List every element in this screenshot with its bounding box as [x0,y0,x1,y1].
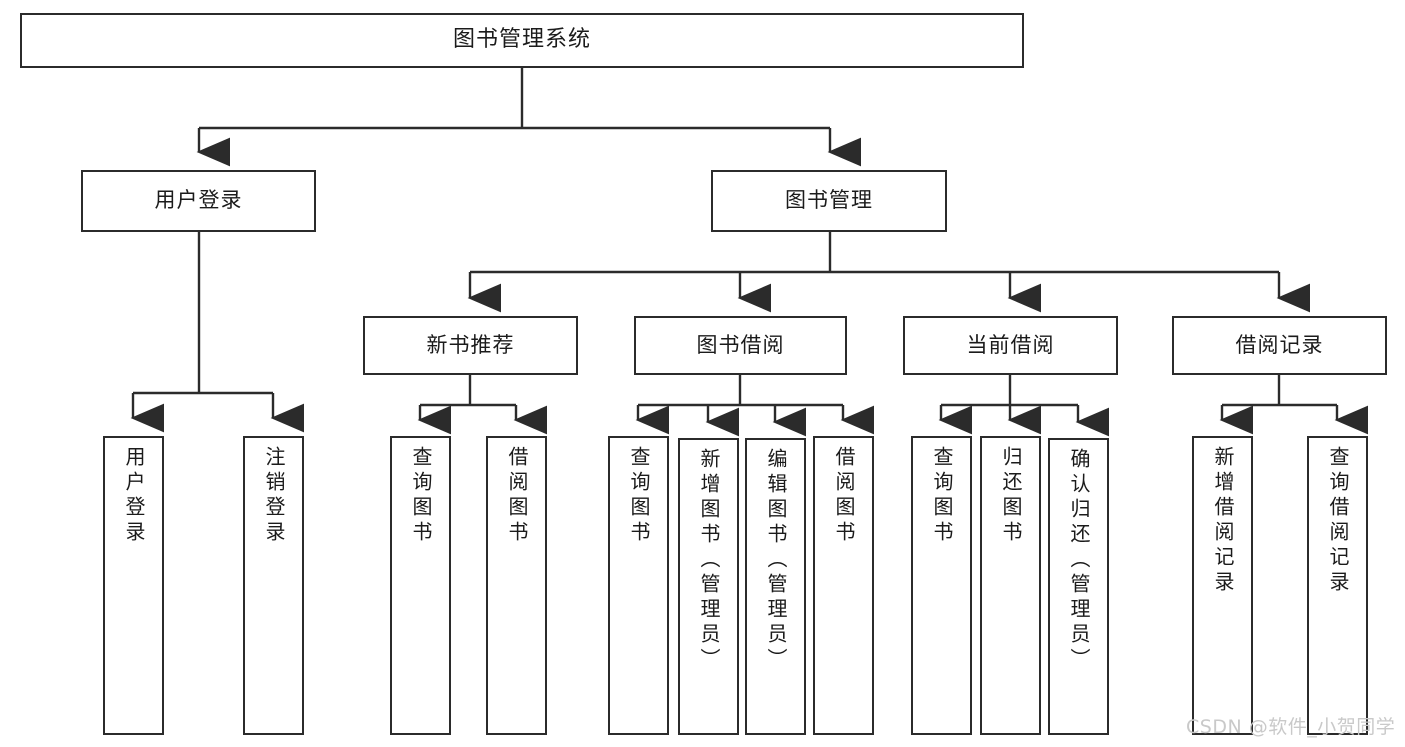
node-leaf-query-book-1-label: 查询图书 [409,446,433,546]
node-leaf-add-record-label: 新增借阅记录 [1211,446,1235,596]
node-current-borrow-label: 当前借阅 [966,332,1055,357]
node-leaf-query-book-3[interactable]: 查询图书 [911,436,972,735]
node-book-borrow[interactable]: 图书借阅 [634,316,847,375]
node-new-book-recommend[interactable]: 新书推荐 [363,316,578,375]
node-leaf-query-book-3-label: 查询图书 [930,446,954,546]
node-leaf-add-book-label: 新增图书（管理员） [697,448,721,673]
node-leaf-query-book-2[interactable]: 查询图书 [608,436,669,735]
node-current-borrow[interactable]: 当前借阅 [903,316,1118,375]
node-leaf-edit-book[interactable]: 编辑图书（管理员） [745,438,806,735]
node-user-login-label: 用户登录 [154,188,243,213]
node-leaf-borrow-book-2-label: 借阅图书 [832,446,856,546]
node-leaf-return-book-label: 归还图书 [999,446,1023,546]
node-book-manage-label: 图书管理 [785,188,873,213]
node-new-book-recommend-label: 新书推荐 [426,332,515,357]
node-leaf-query-record[interactable]: 查询借阅记录 [1307,436,1368,735]
node-leaf-query-record-label: 查询借阅记录 [1326,446,1350,596]
node-book-manage[interactable]: 图书管理 [711,170,947,232]
node-leaf-borrow-book-1-label: 借阅图书 [505,446,529,546]
watermark: CSDN @软件_小贺同学 [1186,716,1396,738]
node-leaf-borrow-book-1[interactable]: 借阅图书 [486,436,547,735]
node-leaf-add-record[interactable]: 新增借阅记录 [1192,436,1253,735]
node-root-label: 图书管理系统 [452,27,591,53]
node-borrow-record-label: 借阅记录 [1235,332,1324,357]
node-leaf-borrow-book-2[interactable]: 借阅图书 [813,436,874,735]
node-leaf-query-book-1[interactable]: 查询图书 [390,436,451,735]
node-leaf-confirm-return[interactable]: 确认归还（管理员） [1048,438,1109,735]
node-root[interactable]: 图书管理系统 [20,13,1024,68]
node-user-login[interactable]: 用户登录 [81,170,316,232]
node-leaf-logout-login[interactable]: 注销登录 [243,436,304,735]
node-leaf-return-book[interactable]: 归还图书 [980,436,1041,735]
node-leaf-query-book-2-label: 查询图书 [627,446,651,546]
node-leaf-user-login[interactable]: 用户登录 [103,436,164,735]
node-book-borrow-label: 图书借阅 [696,332,785,357]
node-leaf-edit-book-label: 编辑图书（管理员） [764,448,788,673]
node-leaf-add-book[interactable]: 新增图书（管理员） [678,438,739,735]
node-leaf-logout-login-label: 注销登录 [262,446,286,546]
node-leaf-user-login-label: 用户登录 [122,446,146,546]
node-borrow-record[interactable]: 借阅记录 [1172,316,1387,375]
node-leaf-confirm-return-label: 确认归还（管理员） [1067,448,1091,673]
